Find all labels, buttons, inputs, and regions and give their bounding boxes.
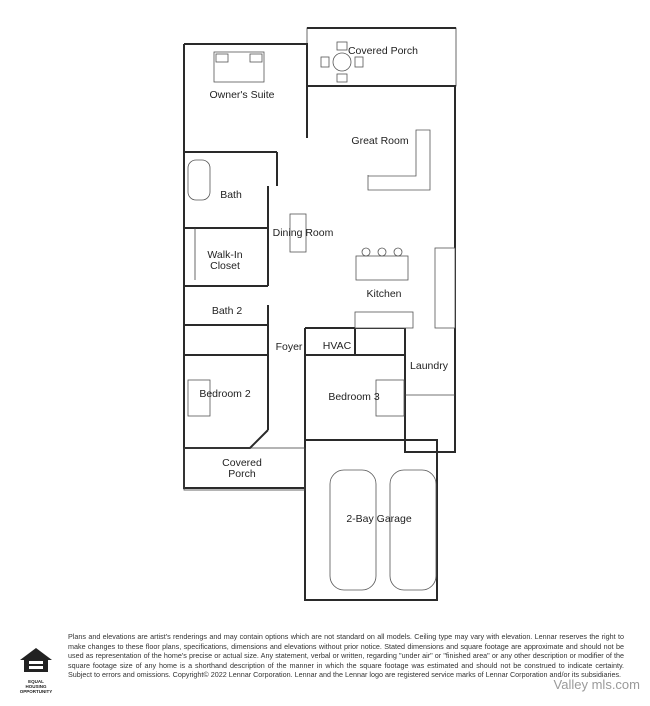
sofa-icon (367, 129, 431, 191)
bathtub-icon (187, 159, 211, 201)
label-walk-in: Walk-In (207, 249, 242, 261)
car-1-icon (329, 469, 377, 591)
label-closet: Closet (210, 260, 240, 272)
dining-table-icon (289, 213, 307, 253)
equal-housing-logo: EQUAL HOUSING OPPORTUNITY (18, 646, 54, 694)
rear-covered-porch (306, 27, 457, 87)
disclaimer-text: Plans and elevations are artist's render… (68, 632, 624, 680)
label-owners-suite: Owner's Suite (209, 89, 274, 101)
house-icon (20, 648, 52, 672)
label-garage: 2-Bay Garage (346, 513, 412, 525)
bed-2-icon (187, 379, 211, 417)
label-porch: Porch (228, 468, 256, 480)
label-foyer: Foyer (276, 341, 303, 353)
label-dining-room: Dining Room (273, 227, 334, 239)
eho-line-2: OPPORTUNITY (19, 689, 53, 694)
house-walls (183, 43, 456, 601)
bed-3-icon (375, 379, 405, 417)
label-laundry: Laundry (410, 360, 449, 372)
label-bedroom-3: Bedroom 3 (328, 391, 380, 403)
kitchen-island-icon (355, 247, 409, 281)
label-bedroom-2: Bedroom 2 (199, 388, 251, 400)
label-hvac: HVAC (323, 340, 352, 352)
car-2-icon (389, 469, 437, 591)
label-great-room: Great Room (351, 135, 408, 147)
watermark: Valley mls.com (553, 677, 640, 692)
label-bath-2: Bath 2 (212, 305, 243, 317)
patio-table-icon (320, 41, 364, 83)
floor-plan: Covered Porch Owner's Suite Great Room B… (183, 27, 457, 601)
owners-bed-icon (213, 51, 265, 83)
label-covered: Covered (222, 457, 262, 469)
label-kitchen: Kitchen (366, 288, 401, 300)
label-bath: Bath (220, 189, 242, 201)
label-covered-porch-rear: Covered Porch (348, 45, 418, 57)
eho-line-1: EQUAL HOUSING (25, 679, 47, 689)
